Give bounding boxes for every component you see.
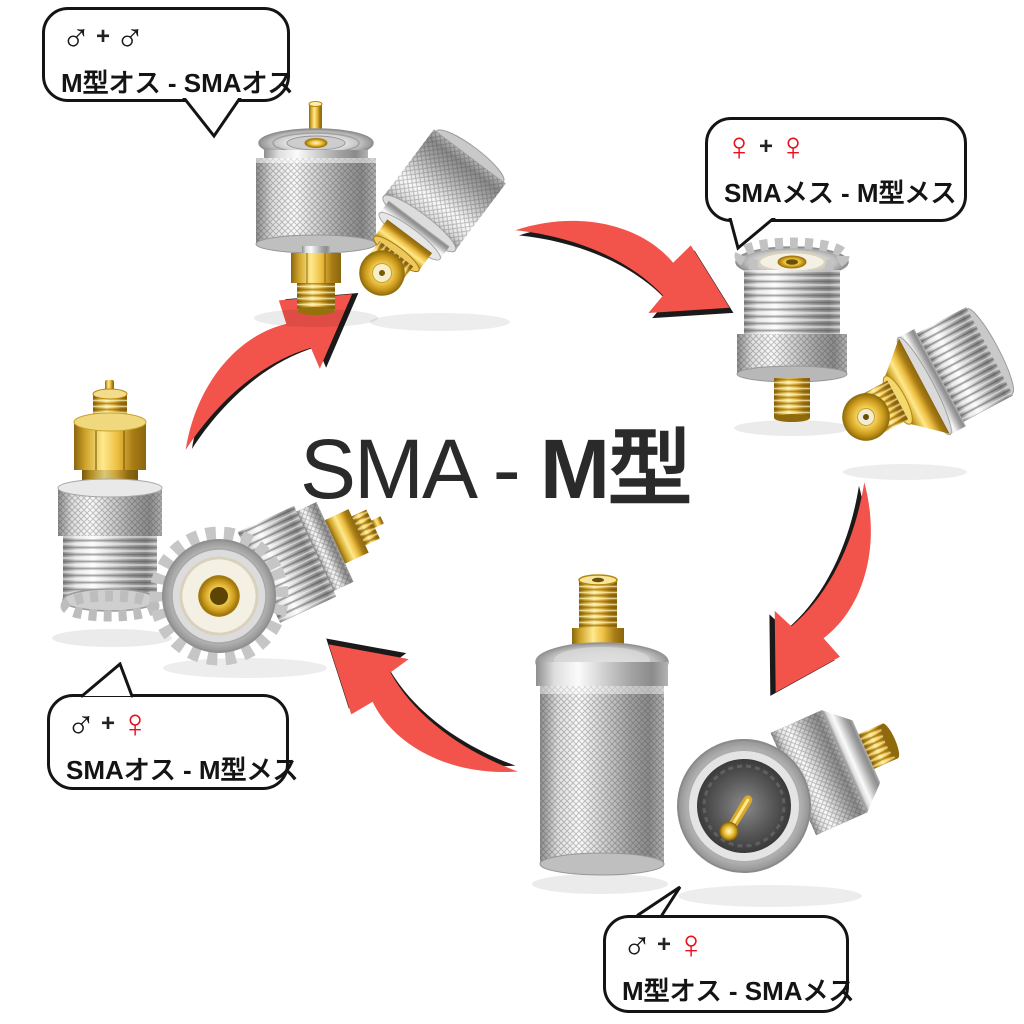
shadow (678, 885, 862, 907)
bubble-m-male-sma-female: ♂ + ♀ M型オス - SMAメス (603, 915, 855, 1013)
arrow-top-to-right (512, 218, 737, 321)
female-symbol-icon: ♀ (778, 125, 809, 169)
plus-sign: + (759, 133, 774, 160)
connector-group-uhf-male-sma-female (532, 574, 900, 907)
knurled-barrel (383, 129, 506, 251)
sma-male-hex (291, 253, 341, 283)
threaded-barrel (916, 307, 1014, 422)
sma-male-uhf-female-upright (57, 380, 163, 622)
sma-male-hex (374, 219, 433, 271)
uhf-male-sma-female-upright (535, 574, 669, 876)
bubble-sma-female-m-female: ♀ + ♀ SMAメス - M型メス (705, 117, 967, 222)
gender-symbols: ♂ + ♀ (66, 701, 272, 747)
center-pin (371, 516, 384, 528)
shadow (843, 464, 967, 480)
bubble-label: SMAメス - M型メス (724, 178, 957, 208)
threaded-barrel (744, 270, 840, 334)
bubble-tail (728, 218, 776, 251)
shadow (52, 629, 172, 647)
male-symbol-icon: ♂ (622, 923, 652, 967)
sma-female-stub (579, 580, 617, 628)
gender-symbols: ♀ + ♀ (724, 124, 950, 170)
uhf-male-sma-male-tilted (359, 129, 506, 296)
connector-group-sma-female-uhf-female (734, 237, 1015, 480)
shadow (532, 874, 668, 894)
gold-hex-nut (572, 628, 624, 644)
castellated-rim (60, 590, 160, 622)
bubble-label: M型オス - SMAメス (622, 976, 855, 1006)
bubble-label: M型オス - SMAオス (61, 68, 294, 98)
title-prefix: SMA - (300, 422, 541, 516)
gender-symbols: ♂ + ♀ (622, 922, 832, 968)
sma-male-hex (324, 509, 369, 564)
page-title: SMA - M型 (300, 423, 760, 515)
connector-group-sma-male-uhf-female (52, 380, 384, 678)
sma-female-stub (774, 378, 810, 418)
sma-male-thread (297, 283, 335, 311)
bubble-label: SMAオス - M型メス (66, 755, 299, 785)
plus-sign: + (96, 23, 111, 50)
connector-group-uhf-male-sma-male (254, 101, 510, 331)
castellated-crown (734, 237, 850, 275)
plus-sign: + (657, 931, 672, 958)
uhf-male-sma-male-upright (255, 101, 377, 315)
sma-female-uhf-female-tilted (842, 307, 1015, 441)
knurled-barrel (770, 710, 868, 836)
gold-cone (885, 338, 950, 434)
gender-symbols: ♂ + ♂ (61, 14, 273, 60)
female-symbol-icon: ♀ (120, 702, 151, 746)
title-bold-part: M型 (540, 422, 692, 516)
bubble-tail (182, 98, 242, 139)
female-symbol-icon: ♀ (676, 923, 707, 967)
uhf-male-sma-female-tilted (677, 710, 900, 873)
threaded-barrel (237, 505, 337, 623)
shadow (734, 420, 850, 436)
shadow (370, 313, 510, 331)
male-symbol-icon: ♂ (66, 702, 96, 746)
knurled-barrel (256, 158, 376, 244)
sma-female-uhf-female-upright (734, 237, 850, 422)
bubble-sma-male-m-female: ♂ + ♀ SMAオス - M型メス (47, 694, 299, 790)
plus-sign: + (101, 710, 116, 737)
bubble-tail (80, 662, 134, 698)
knurled-ring (296, 502, 354, 592)
male-symbol-icon: ♂ (61, 15, 91, 59)
knurled-barrel (540, 686, 664, 864)
male-symbol-icon: ♂ (115, 15, 146, 59)
arrow-right-to-bottom (762, 474, 876, 704)
female-symbol-icon: ♀ (724, 125, 754, 169)
bubble-m-male-sma-male: ♂ + ♂ M型オス - SMAオス (42, 7, 294, 102)
bubble-tail (636, 885, 682, 917)
sma-male-uhf-female-tilted (149, 502, 384, 666)
arrow-bottom-to-left (302, 630, 541, 783)
shadow (254, 309, 378, 327)
shadow (163, 658, 327, 678)
